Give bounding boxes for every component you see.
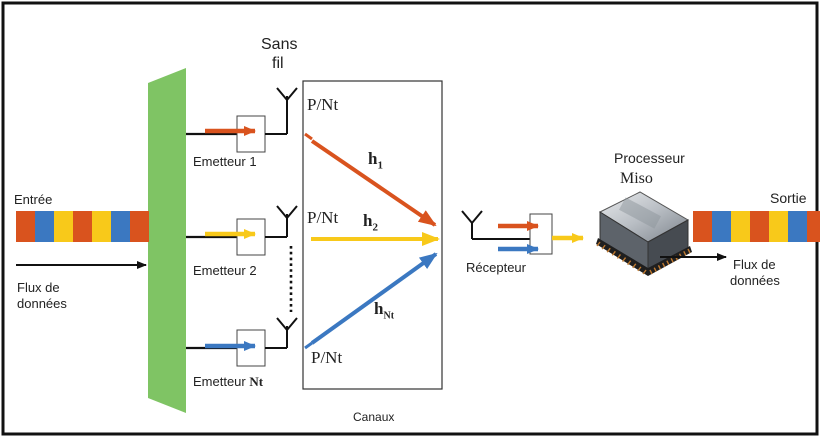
processeur-label: Processeur — [614, 150, 685, 166]
stream-block — [35, 211, 54, 242]
antenna-icon — [461, 210, 483, 225]
processor-chip — [596, 191, 692, 276]
stream-block — [788, 211, 807, 242]
antenna-icon — [276, 205, 298, 220]
antenna-icon — [276, 317, 298, 332]
channel-arrow-h1 — [310, 139, 437, 227]
stream-block — [693, 211, 712, 242]
sans-fil-label-1: Sans — [261, 36, 298, 53]
channel-arrow-hnt — [310, 252, 438, 345]
flux-out-label-1: Flux de — [733, 257, 776, 272]
stream-block — [111, 211, 130, 242]
pnt-label-bot: P/Nt — [311, 348, 343, 367]
flux-out-label-2: données — [730, 273, 780, 288]
antenna-icon — [276, 87, 298, 102]
emetteur-2-label: Emetteur 2 — [193, 263, 257, 278]
emetteur-1-label: Emetteur 1 — [193, 154, 257, 169]
recepteur-label: Récepteur — [466, 260, 526, 275]
entree-label: Entrée — [14, 192, 53, 207]
stream-block — [92, 211, 111, 242]
stream-block — [73, 211, 92, 242]
output-stream — [693, 211, 820, 242]
flux-in-label-1: Flux de — [17, 280, 60, 295]
h1-label: h1 — [368, 149, 383, 172]
sortie-label: Sortie — [770, 190, 807, 206]
receiver — [461, 210, 584, 255]
channel-arrow-hnt-tail — [304, 341, 313, 350]
pnt-label-mid: P/Nt — [307, 208, 339, 227]
splitter-trapezoid — [148, 68, 186, 413]
input-stream — [16, 211, 149, 242]
stream-block — [54, 211, 73, 242]
flux-in-label-2: données — [17, 296, 67, 311]
emetteur-nt-label: Emetteur Nt — [193, 374, 264, 389]
transmitter-2 — [186, 205, 298, 312]
h2-label: h2 — [363, 211, 378, 234]
channel-arrow-h1-tail — [304, 132, 313, 141]
stream-block — [769, 211, 788, 242]
channel-box — [302, 80, 443, 390]
canaux-label: Canaux — [353, 410, 395, 424]
hnt-label: hNt — [374, 299, 395, 322]
stream-block — [807, 211, 820, 242]
sans-fil-label-2: fil — [272, 55, 284, 72]
transmitter-1 — [186, 87, 298, 153]
transmitter-nt — [186, 317, 298, 367]
stream-block — [731, 211, 750, 242]
stream-block — [130, 211, 149, 242]
miso-label: Miso — [620, 170, 653, 187]
stream-block — [712, 211, 731, 242]
stream-block — [16, 211, 35, 242]
stream-block — [750, 211, 769, 242]
pnt-label-top: P/Nt — [307, 95, 339, 114]
